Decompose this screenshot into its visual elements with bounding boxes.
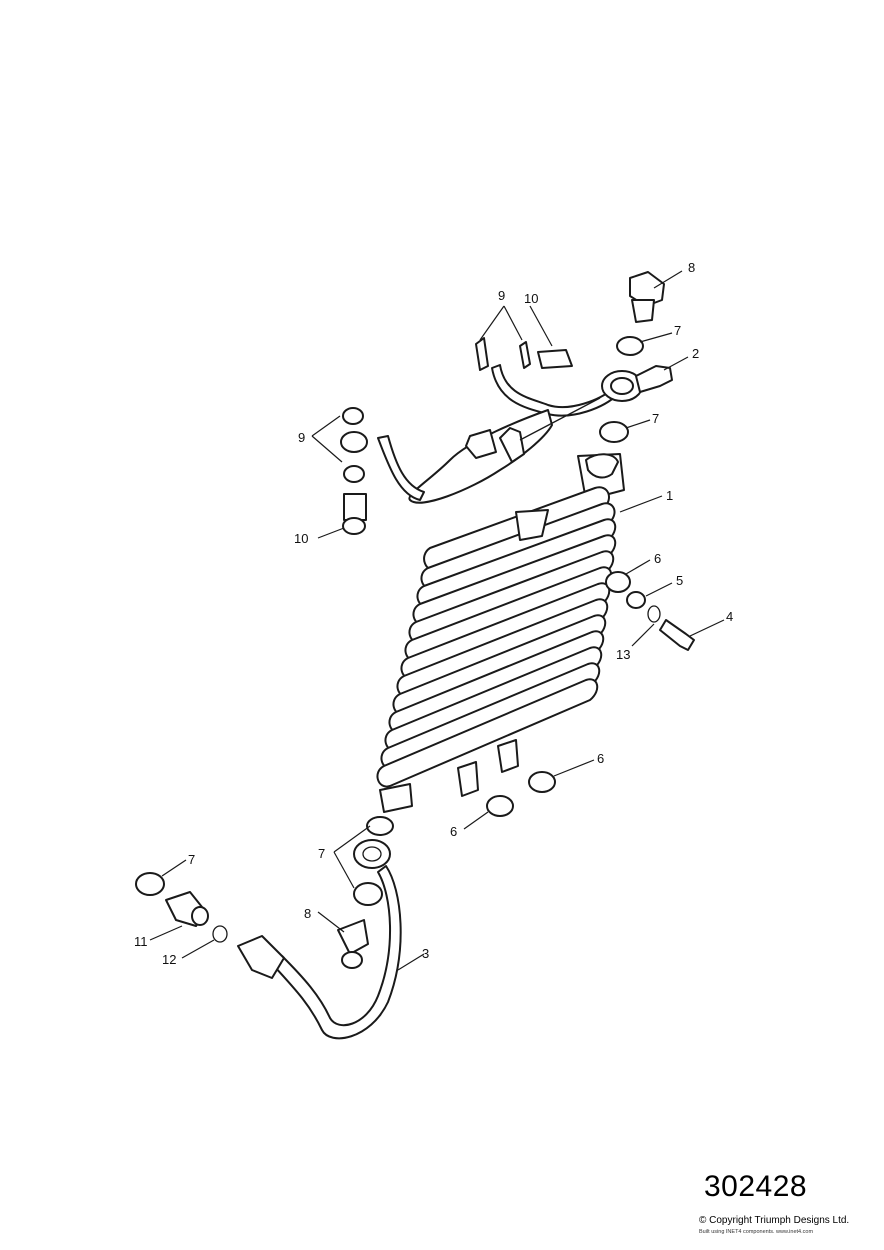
callout-7-mid: 7 xyxy=(652,411,659,426)
callout-1: 1 xyxy=(666,488,673,503)
callout-7-left: 7 xyxy=(188,852,195,867)
callout-5: 5 xyxy=(676,573,683,588)
grommets xyxy=(486,571,631,817)
callout-12: 12 xyxy=(162,952,176,967)
callout-7-top: 7 xyxy=(674,323,681,338)
callout-6-upper: 6 xyxy=(654,551,661,566)
built-with-notice: Built using INET4 components. www.inet4.… xyxy=(699,1229,814,1235)
upper-left-fittings xyxy=(340,337,573,535)
callout-labels: 1 2 3 4 5 6 6 6 7 7 7 7 8 8 9 9 10 10 11… xyxy=(134,260,733,967)
callout-6-right: 6 xyxy=(597,751,604,766)
cooler-fins xyxy=(376,486,617,788)
lower-left-fittings xyxy=(135,872,285,979)
upper-oil-hose xyxy=(377,364,619,504)
callout-7-lower: 7 xyxy=(318,846,325,861)
callout-10-top: 10 xyxy=(524,291,538,306)
callout-13: 13 xyxy=(616,647,630,662)
callout-6-lower: 6 xyxy=(450,824,457,839)
callout-2: 2 xyxy=(692,346,699,361)
top-banjo-bolt xyxy=(599,271,665,443)
callout-10-left: 10 xyxy=(294,531,308,546)
callout-11: 11 xyxy=(134,934,148,949)
mounting-hardware xyxy=(626,591,695,651)
callout-8-lower: 8 xyxy=(304,906,311,921)
oil-cooler-core xyxy=(376,453,625,813)
callout-3: 3 xyxy=(422,946,429,961)
drawing-number: 302428 xyxy=(704,1170,808,1203)
callout-8-top: 8 xyxy=(688,260,695,275)
callout-9-left: 9 xyxy=(298,430,305,445)
leader-lines xyxy=(149,270,725,971)
callout-4: 4 xyxy=(726,609,733,624)
lower-oil-hose xyxy=(273,816,402,1040)
banjo-union xyxy=(601,365,673,402)
callout-9-top: 9 xyxy=(498,288,505,303)
copyright-notice: © Copyright Triumph Designs Ltd. xyxy=(699,1215,850,1226)
